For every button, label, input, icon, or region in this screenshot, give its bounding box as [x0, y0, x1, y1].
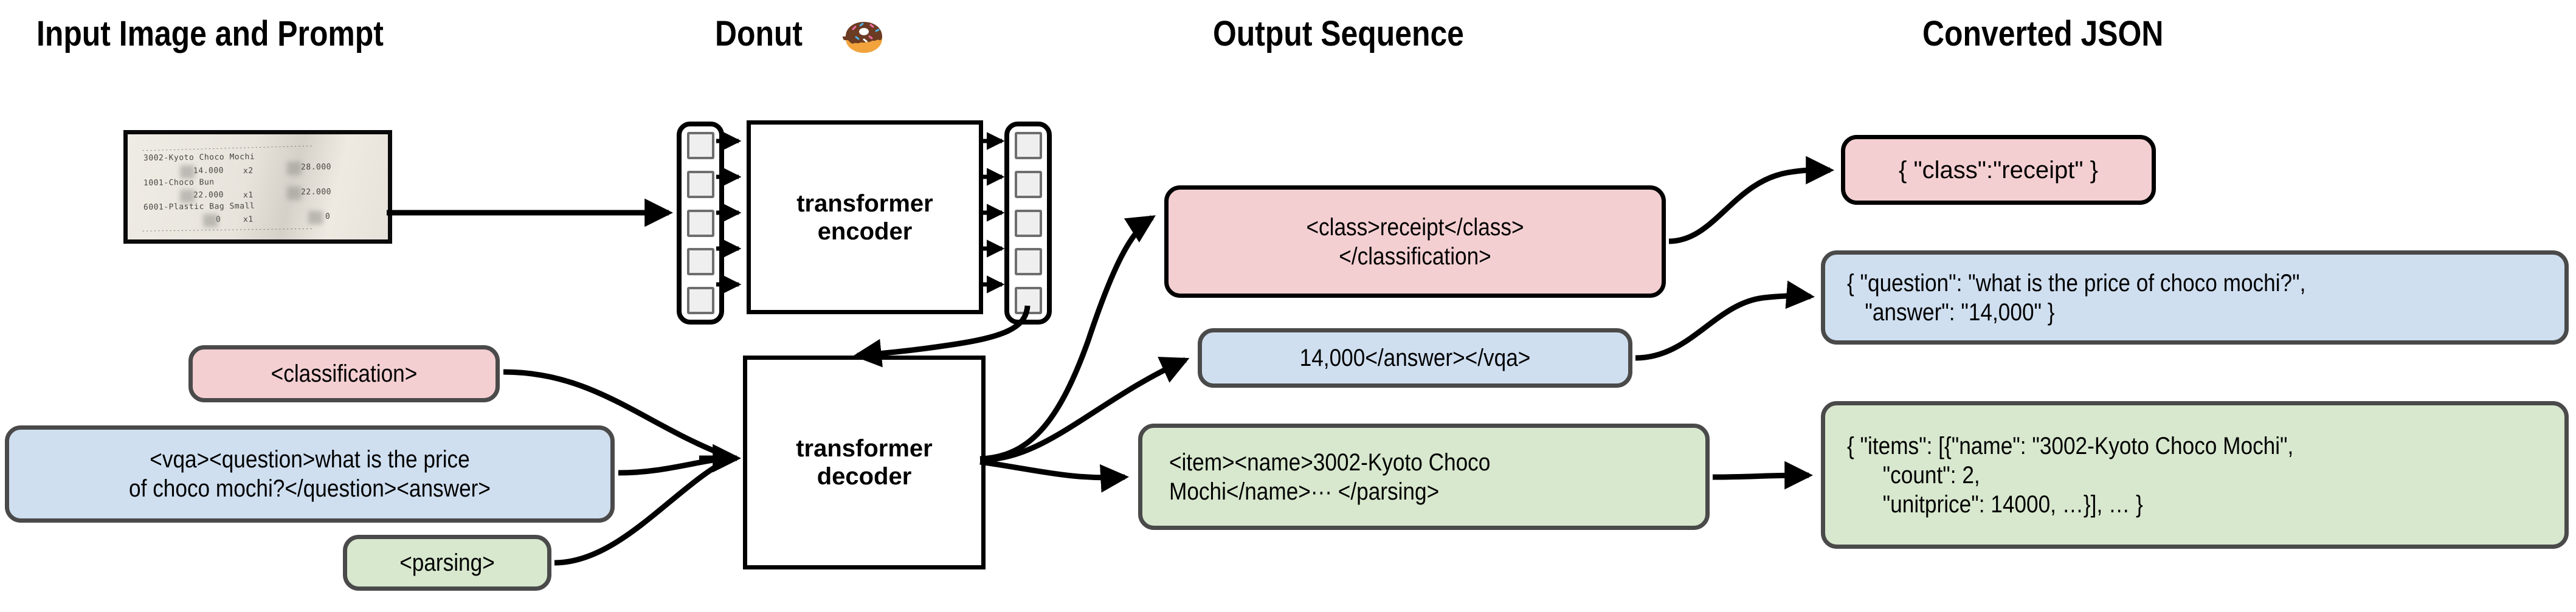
patch-token — [686, 209, 714, 237]
transformer-encoder-label: transformer encoder — [796, 190, 933, 245]
output-classification[interactable]: <class>receipt</class> </classification> — [1164, 185, 1666, 298]
transformer-decoder-label: transformer decoder — [796, 435, 933, 490]
json-classification[interactable]: { "class":"receipt" } — [1841, 135, 2156, 205]
redaction-blur — [287, 187, 302, 200]
redaction-blur — [287, 162, 302, 175]
patch-token — [686, 170, 714, 198]
json-vqa-text: { "question": "what is the price of choc… — [1847, 269, 2306, 326]
receipt-qty-3: x1 — [243, 215, 254, 224]
patch-token — [686, 287, 714, 314]
arrow-prompt-vqa-to-decoder — [618, 455, 730, 476]
json-parsing-text: { "items": [{"name": "3002-Kyoto Choco M… — [1847, 432, 2294, 518]
feature-token — [1014, 287, 1042, 314]
column-header-output: Output Sequence — [1213, 14, 1464, 53]
prompt-vqa[interactable]: <vqa><question>what is the price of choc… — [5, 425, 615, 523]
receipt-unitprice-2: 22.000 — [193, 190, 224, 200]
redaction-blur — [180, 165, 195, 179]
arrow-output-to-json-vqa — [1635, 280, 1815, 361]
feature-token — [1014, 248, 1042, 276]
arrow-output-to-json-parsing — [1712, 461, 1814, 490]
receipt-qty-1: x2 — [243, 166, 254, 176]
arrow-output-to-json-classification — [1668, 156, 1835, 244]
donut-emoji — [843, 22, 882, 53]
prompt-classification-label: <classification> — [271, 360, 418, 387]
prompt-vqa-label: <vqa><question>what is the price of choc… — [129, 446, 491, 502]
prompt-parsing[interactable]: <parsing> — [343, 535, 551, 591]
patch-token — [686, 132, 714, 159]
json-classification-text: { "class":"receipt" } — [1898, 156, 2099, 184]
arrow-decoder-to-output-parsing — [979, 459, 1130, 493]
redaction-blur — [180, 190, 195, 203]
output-vqa-text: 14,000</answer></vqa> — [1299, 345, 1531, 371]
feature-token — [1014, 170, 1042, 198]
prompt-parsing-label: <parsing> — [399, 549, 495, 576]
encoder-output-token-column — [1004, 122, 1052, 325]
receipt-total-1: 28.000 — [300, 162, 332, 172]
json-vqa[interactable]: { "question": "what is the price of choc… — [1821, 250, 2569, 345]
input-receipt-image: ----------------------------------------… — [123, 130, 392, 244]
receipt-paper — [128, 134, 388, 239]
output-vqa[interactable]: 14,000</answer></vqa> — [1198, 328, 1632, 388]
json-parsing[interactable]: { "items": [{"name": "3002-Kyoto Choco M… — [1821, 401, 2569, 549]
redaction-blur — [308, 211, 323, 224]
output-classification-text: <class>receipt</class> </classification> — [1306, 213, 1524, 270]
receipt-qty-2: x1 — [243, 190, 254, 200]
transformer-decoder-box: transformer decoder — [743, 356, 986, 569]
receipt-item-name-3: 6001-Plastic Bag Small — [143, 201, 255, 212]
prompt-classification[interactable]: <classification> — [188, 345, 500, 402]
output-parsing[interactable]: <item><name>3002-Kyoto Choco Mochi</name… — [1138, 424, 1710, 530]
receipt-item-name-1: 3002-Kyoto Choco Mochi — [143, 152, 255, 163]
receipt-total-3: 0 — [325, 211, 331, 221]
receipt-item-name-2: 1001-Choco Bun — [143, 177, 215, 188]
patch-token — [686, 248, 714, 276]
receipt-total-2: 22.000 — [300, 187, 332, 197]
redaction-blur — [203, 214, 218, 227]
column-header-donut: Donut — [715, 14, 803, 53]
feature-token — [1014, 209, 1042, 237]
column-header-input: Input Image and Prompt — [36, 14, 384, 53]
encoder-input-token-column — [677, 122, 724, 325]
feature-token — [1014, 132, 1042, 159]
receipt-unitprice-1: 14.000 — [193, 166, 224, 176]
transformer-encoder-box: transformer encoder — [747, 120, 983, 314]
column-header-json: Converted JSON — [1922, 14, 2164, 53]
output-parsing-text: <item><name>3002-Kyoto Choco Mochi</name… — [1169, 449, 1491, 505]
